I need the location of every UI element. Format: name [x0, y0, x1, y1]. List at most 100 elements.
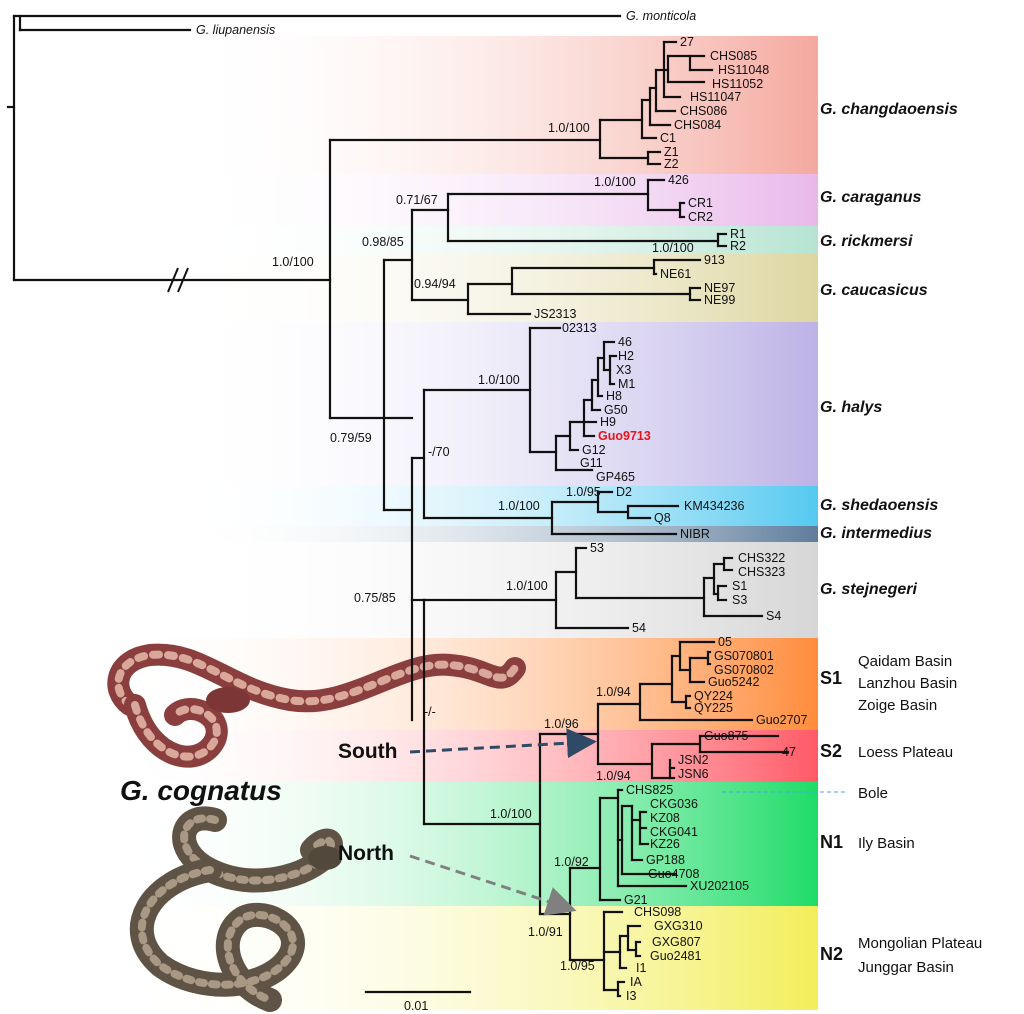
support-value: 0.75/85	[354, 591, 396, 605]
tip-label: 46	[618, 335, 632, 349]
support-value: 0.94/94	[414, 277, 456, 291]
tip-label: C1	[660, 131, 676, 145]
tip-label: 54	[632, 621, 646, 635]
tip-label: R2	[730, 239, 746, 253]
tip-label: 913	[704, 253, 725, 267]
tip-label: Q8	[654, 511, 671, 525]
tip-label: CHS323	[738, 565, 785, 579]
group-code-n2: N2	[820, 944, 843, 964]
tip-label: CHS825	[626, 783, 673, 797]
tip-label: CHS084	[674, 118, 721, 132]
tip-label: HS11048	[718, 63, 769, 77]
support-value: 0.79/59	[330, 431, 372, 445]
tip-label: H9	[600, 415, 616, 429]
support-value: 1.0/94	[596, 769, 631, 783]
tip-label: I1	[636, 961, 646, 975]
support-value: 0.71/67	[396, 193, 438, 207]
species-shedaoensis: G. shedaoensis	[820, 497, 938, 514]
band-caraganus	[180, 174, 818, 226]
tip-label: X3	[616, 363, 631, 377]
support-value: 1.0/100	[478, 373, 520, 387]
support-value: 1.0/100	[652, 241, 694, 255]
support-value: 1.0/91	[528, 925, 563, 939]
tip-label: GP188	[646, 853, 685, 867]
tip-label: D2	[616, 485, 632, 499]
cognatus-label: G. cognatus	[120, 775, 282, 806]
tip-label: NIBR	[680, 527, 710, 541]
tip-label: CR1	[688, 196, 713, 210]
tip-label: JS2313	[534, 307, 576, 321]
tip-label: S1	[732, 579, 747, 593]
support-value: 1.0/100	[548, 121, 590, 135]
tip-label: Guo2707	[756, 713, 807, 727]
region-label: Zoige Basin	[858, 697, 937, 714]
group-code-s2: S2	[820, 741, 842, 761]
species-intermedius: G. intermedius	[820, 525, 932, 542]
region-label: Loess Plateau	[858, 744, 953, 761]
outgroup-monticola: G. monticola	[626, 9, 696, 23]
tip-label: KZ08	[650, 811, 680, 825]
support-value: 1.0/100	[490, 807, 532, 821]
tip-label: CHS322	[738, 551, 785, 565]
species-stejnegeri: G. stejnegeri	[820, 581, 917, 598]
tip-label: KM434236	[684, 499, 745, 513]
species-changdaoensis: G. changdaoensis	[820, 101, 958, 118]
species-halys: G. halys	[820, 399, 882, 416]
tip-label: Guo875	[704, 729, 749, 743]
bole-label: Bole	[858, 785, 888, 802]
outgroup-liupanensis: G. liupanensis	[196, 23, 275, 37]
tip-label: 53	[590, 541, 604, 555]
tip-label: GP465	[596, 470, 635, 484]
tip-label: CKG036	[650, 797, 698, 811]
tip-label: QY225	[694, 701, 733, 715]
species-rickmersi: G. rickmersi	[820, 233, 913, 250]
south-label: South	[338, 740, 397, 763]
support-value: 1.0/94	[596, 685, 631, 699]
region-label: Lanzhou Basin	[858, 675, 957, 692]
tip-label: NE99	[704, 293, 735, 307]
tip-label: S3	[732, 593, 747, 607]
region-label: Ily Basin	[858, 835, 915, 852]
support-value: 1.0/100	[594, 175, 636, 189]
support-value: -/70	[428, 445, 450, 459]
tip-label: CHS086	[680, 104, 727, 118]
support-value: 1.0/96	[544, 717, 579, 731]
region-label: Mongolian Plateau	[858, 935, 982, 952]
band-stejnegeri	[180, 542, 818, 638]
tip-label: 426	[668, 173, 689, 187]
scale-bar-label: 0.01	[404, 999, 428, 1013]
region-label: Junggar Basin	[858, 959, 954, 976]
tip-label: H8	[606, 389, 622, 403]
species-caraganus: G. caraganus	[820, 189, 921, 206]
tip-label: HS11052	[712, 77, 763, 91]
support-value: 1.0/100	[498, 499, 540, 513]
support-value: 1.0/100	[506, 579, 548, 593]
tip-label: HS11047	[690, 90, 741, 104]
support-value: 0.98/85	[362, 235, 404, 249]
support-value: 1.0/95	[560, 959, 595, 973]
band-intermedius	[180, 526, 818, 542]
tip-label: GXG807	[652, 935, 701, 949]
tip-label: JSN6	[678, 767, 709, 781]
tip-label: Z2	[664, 157, 679, 171]
tip-label: GXG310	[654, 919, 703, 933]
group-code-n1: N1	[820, 832, 843, 852]
tip-label: XU202105	[690, 879, 749, 893]
tip-label: 05	[718, 635, 732, 649]
band-halys	[180, 322, 818, 486]
tip-label: CHS098	[634, 905, 681, 919]
support-value: 1.0/95	[566, 485, 601, 499]
support-value: 1.0/100	[272, 255, 314, 269]
tip-label: NE61	[660, 267, 691, 281]
support-value: 1.0/92	[554, 855, 589, 869]
tip-label: CHS085	[710, 49, 757, 63]
tip-label: 47	[782, 745, 796, 759]
tip-label: 02313	[562, 321, 597, 335]
north-label: North	[338, 842, 394, 865]
tip-label: JSN2	[678, 753, 709, 767]
group-code-s1: S1	[820, 668, 842, 688]
tip-label: H2	[618, 349, 634, 363]
tip-label: IA	[630, 975, 642, 989]
tip-label: GS070801	[714, 649, 774, 663]
